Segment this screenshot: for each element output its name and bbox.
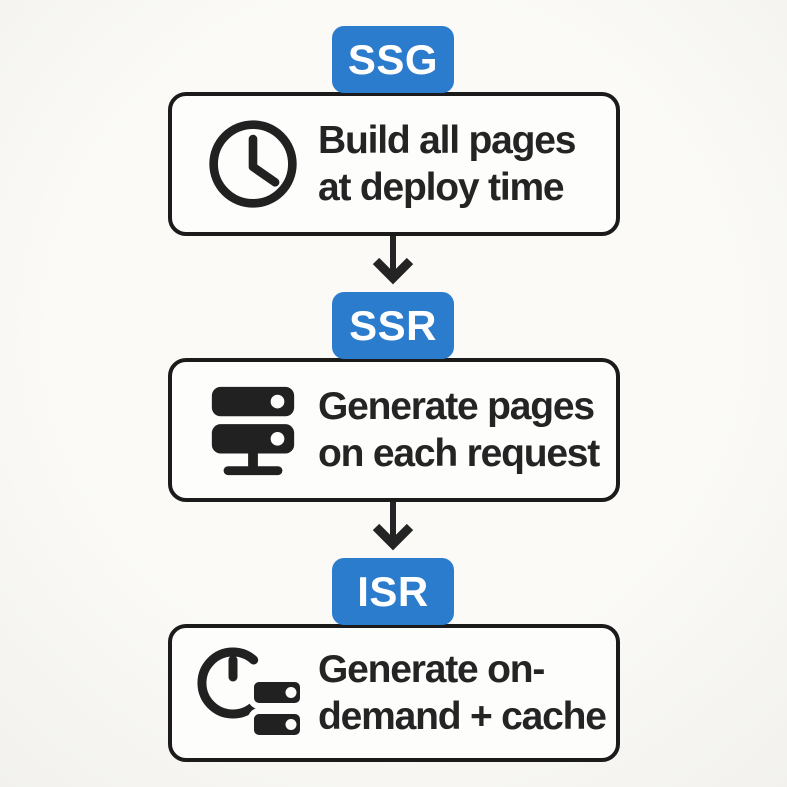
ssr-to-isr-arrow [372,500,414,551]
node-ssg-text: Build all pages at deploy time [318,117,576,211]
ssg-to-ssr-arrow [372,234,414,285]
badge-isr: ISR [332,558,454,625]
badge-isr-label: ISR [357,567,429,615]
badge-ssr-label: SSR [349,301,437,349]
badge-ssg-label: SSG [347,35,439,83]
clock-server-icon [194,643,312,743]
server-icon [194,381,312,479]
node-ssr-line1: Generate pages [318,384,595,428]
badge-ssr: SSR [332,292,454,359]
node-isr-line1: Generate on- [318,647,545,691]
node-ssr-line2: on each request [318,432,600,475]
node-isr-line2: demand + cache [318,695,607,738]
node-ssr: Generate pages on each request [168,358,620,502]
node-ssg-line2: at deploy time [318,166,565,209]
node-ssg-line1: Build all pages [318,118,576,162]
node-isr-text: Generate on- demand + cache [318,646,607,740]
node-ssr-text: Generate pages on each request [318,383,600,477]
badge-ssg: SSG [332,26,454,93]
node-ssg: Build all pages at deploy time [168,92,620,236]
node-isr: Generate on- demand + cache [168,624,620,762]
clock-icon [194,116,312,212]
